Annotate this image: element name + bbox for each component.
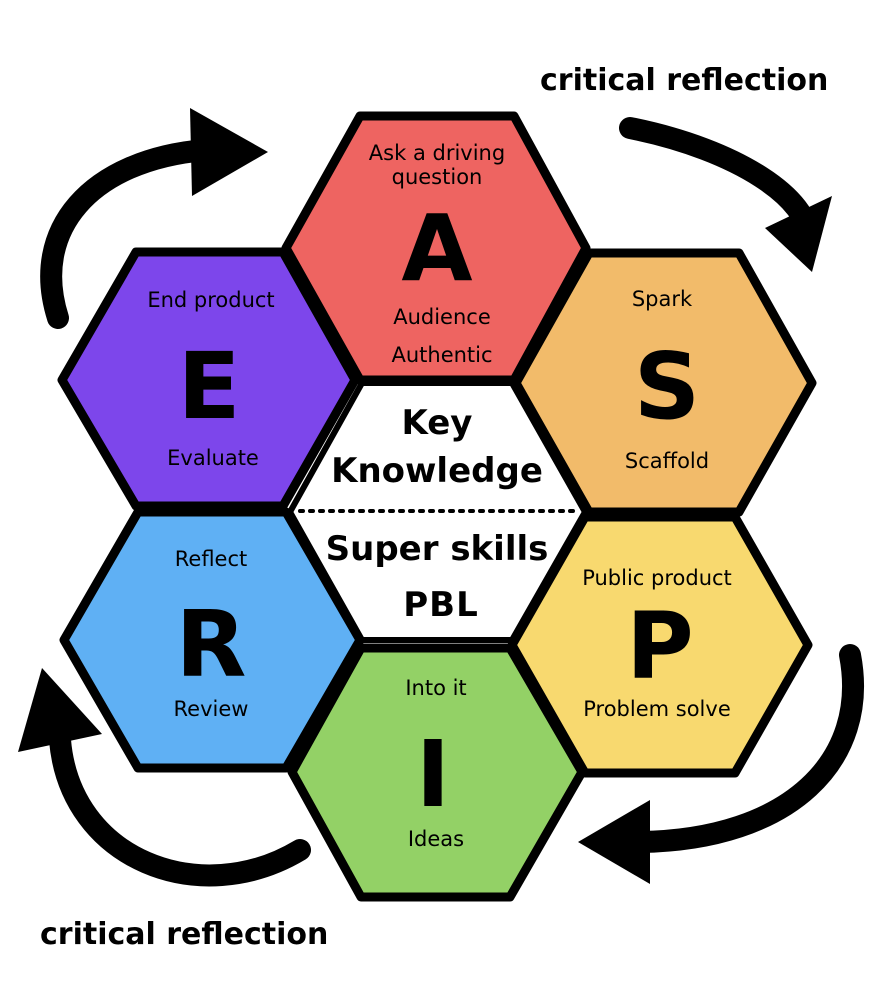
center-knowledge-label: Knowledge bbox=[331, 451, 543, 491]
hexagon-r: Reflect R Review bbox=[59, 507, 365, 773]
hexagon-a-letter: A bbox=[401, 195, 472, 302]
hexagon-i: Into it I Ideas bbox=[287, 643, 587, 902]
center-pbl-label: PBL bbox=[403, 585, 479, 625]
hexagon-e-shape bbox=[57, 247, 360, 511]
hexagon-s: Spark S Scaffold bbox=[511, 248, 817, 517]
hexagon-e: End product E Evaluate bbox=[57, 247, 360, 511]
hexagon-a-bottom-label: Audience bbox=[393, 305, 491, 329]
hexagon-s-shape bbox=[511, 248, 817, 517]
hexagon-r-shape bbox=[59, 507, 365, 773]
hexagon-p-top-label: Public product bbox=[582, 566, 732, 590]
center-key-label: Key bbox=[402, 403, 473, 443]
hexagon-e-bottom-label: Evaluate bbox=[167, 446, 259, 470]
top-caption: critical reflection bbox=[540, 63, 828, 98]
hexagon-a-top-label-2: question bbox=[392, 165, 483, 189]
hexagon-e-letter: E bbox=[178, 333, 241, 440]
hexagon-a-bottom-label-2: Authentic bbox=[391, 343, 492, 367]
hexagon-i-shape bbox=[287, 643, 587, 902]
hexagon-r-top-label: Reflect bbox=[175, 547, 248, 571]
arrow-bottom-left bbox=[18, 668, 311, 887]
hexagon-s-top-label: Spark bbox=[632, 287, 693, 311]
hexagon-r-bottom-label: Review bbox=[174, 697, 249, 721]
hexagon-p-letter: P bbox=[626, 593, 693, 700]
hexagon-i-letter: I bbox=[416, 721, 450, 828]
bottom-caption: critical reflection bbox=[40, 917, 328, 952]
hexagon-p-bottom-label: Problem solve bbox=[583, 697, 731, 721]
arrow-top-left bbox=[40, 108, 268, 329]
hexagon-r-letter: R bbox=[176, 591, 247, 698]
hexagon-s-letter: S bbox=[634, 333, 700, 440]
hexagon-i-bottom-label: Ideas bbox=[408, 827, 464, 851]
hexagon-a-top-label: Ask a driving bbox=[369, 141, 505, 165]
hexagon-p: Public product P Problem solve bbox=[507, 512, 813, 778]
hexagon-s-bottom-label: Scaffold bbox=[625, 449, 709, 473]
arrow-bottom-right bbox=[578, 644, 865, 884]
hexagon-e-top-label: End product bbox=[147, 288, 274, 312]
center-super-skills-label: Super skills bbox=[326, 529, 549, 569]
arrow-top-right bbox=[619, 117, 832, 272]
hexagon-i-top-label: Into it bbox=[405, 676, 466, 700]
